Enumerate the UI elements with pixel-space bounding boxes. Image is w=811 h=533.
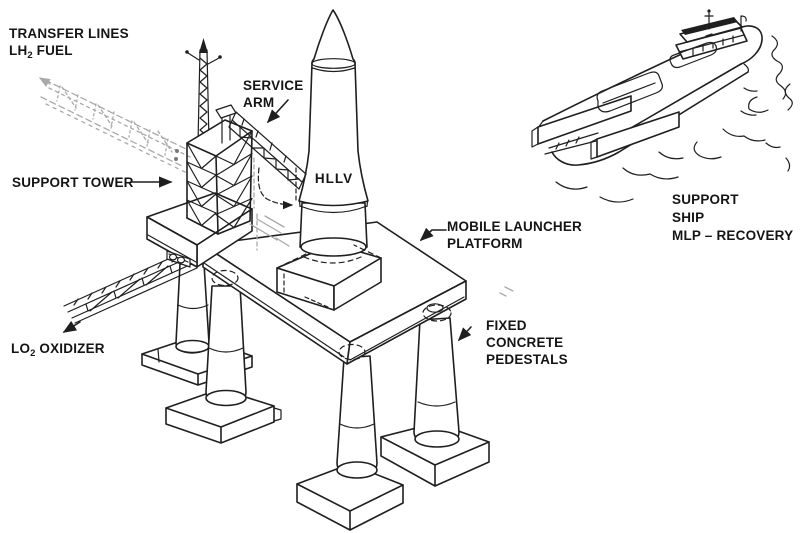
leader-arrows xyxy=(131,100,471,342)
fixed-concrete-pedestals xyxy=(166,286,489,530)
label-transfer-lines-line1: TRANSFER LINES xyxy=(9,26,129,41)
label-support-ship: SUPPORT SHIP MLP – RECOVERY xyxy=(672,192,794,243)
label-transfer-lines: TRANSFER LINES LH2 FUEL xyxy=(9,25,129,64)
label-support-tower: SUPPORT TOWER xyxy=(12,175,134,190)
label-lo2-oxidizer: LO2 OXIDIZER xyxy=(11,341,105,359)
ship-stern-recovery-slot xyxy=(532,96,679,159)
hidden-edge-dashes xyxy=(258,168,381,308)
label-mobile-launcher-platform: MOBILE LAUNCHER PLATFORM xyxy=(447,219,582,251)
label-fixed-concrete-pedestals: FIXED CONCRETE PEDESTALS xyxy=(486,318,568,367)
service-arm-arrow xyxy=(266,100,288,124)
lightning-mast xyxy=(185,38,222,143)
lh2-transfer-line-sketch xyxy=(38,77,190,173)
ship-antenna-icon xyxy=(705,9,746,31)
mobile-launcher-platform-arrow xyxy=(419,227,446,242)
label-transfer-lines-line2: LH2 FUEL xyxy=(9,43,73,61)
ship-deck-hatches xyxy=(597,42,716,111)
lo2-transfer-line xyxy=(62,251,197,333)
hllv-rocket xyxy=(299,10,368,256)
platform-deck-details xyxy=(212,158,513,360)
support-ship xyxy=(532,9,792,202)
service-arm-structure xyxy=(229,112,306,189)
platform-annex-deck xyxy=(147,193,252,267)
water-lines xyxy=(556,36,792,202)
support-tower-structure xyxy=(187,105,252,234)
pedestal-right xyxy=(381,318,489,486)
pedestal-left xyxy=(166,286,281,443)
pedestal-center xyxy=(297,356,403,530)
label-hllv: HLLV xyxy=(314,171,354,186)
fixed-pedestals-arrow xyxy=(457,327,471,342)
label-service-arm: SERVICE ARM xyxy=(243,78,304,110)
ship-superstructure xyxy=(676,9,747,59)
